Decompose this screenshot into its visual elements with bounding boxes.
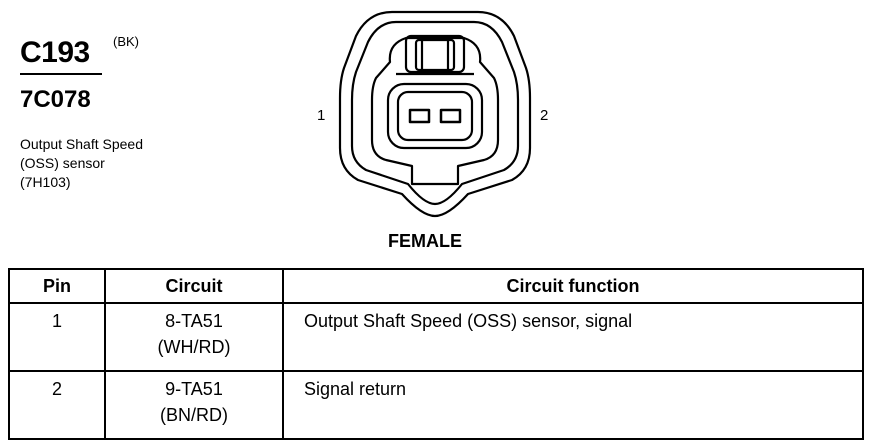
- circuit-cell: 8-TA51 (WH/RD): [104, 302, 284, 372]
- description-line: Output Shaft Speed: [20, 136, 143, 152]
- description-line: (7H103): [20, 174, 71, 190]
- connector-id: C193: [20, 36, 90, 69]
- wire-color: (WH/RD): [157, 337, 231, 357]
- wire-color: (BN/RD): [160, 405, 228, 425]
- description-line: (OSS) sensor: [20, 155, 105, 171]
- view-label: FEMALE: [388, 231, 462, 251]
- pinout-table: Pin Circuit Circuit function 1 8-TA51 (W…: [8, 268, 864, 440]
- pin-label-2: 2: [540, 107, 549, 124]
- header-pin: Pin: [8, 268, 106, 304]
- circuit-number: 8-TA51: [165, 311, 223, 331]
- housing-inner-outline: [350, 20, 520, 206]
- pin-cell: 1: [8, 302, 106, 372]
- locking-tab: [404, 34, 466, 74]
- terminal-1: [408, 108, 431, 124]
- pin-cell: 2: [8, 370, 106, 440]
- circuit-cell: 9-TA51 (BN/RD): [104, 370, 284, 440]
- title-underline: [20, 73, 102, 75]
- table-row: 2 9-TA51 (BN/RD) Signal return: [8, 370, 864, 440]
- table-header-row: Pin Circuit Circuit function: [8, 268, 864, 304]
- table-row: 1 8-TA51 (WH/RD) Output Shaft Speed (OSS…: [8, 302, 864, 372]
- header-circuit: Circuit: [104, 268, 284, 304]
- function-cell: Signal return: [282, 370, 864, 440]
- connector-color-code: (BK): [113, 34, 139, 49]
- terminal-cavity: [386, 82, 484, 150]
- circuit-number: 9-TA51: [165, 379, 223, 399]
- header-circuit-function: Circuit function: [282, 268, 864, 304]
- shroud-outline: [370, 36, 500, 186]
- pin-label-1: 1: [317, 107, 326, 124]
- connector-face-drawing: [338, 10, 532, 218]
- terminal-2: [439, 108, 462, 124]
- component-description: Output Shaft Speed (OSS) sensor (7H103): [20, 135, 143, 192]
- part-number: 7C078: [20, 86, 91, 113]
- housing-outline: [338, 10, 532, 218]
- function-cell: Output Shaft Speed (OSS) sensor, signal: [282, 302, 864, 372]
